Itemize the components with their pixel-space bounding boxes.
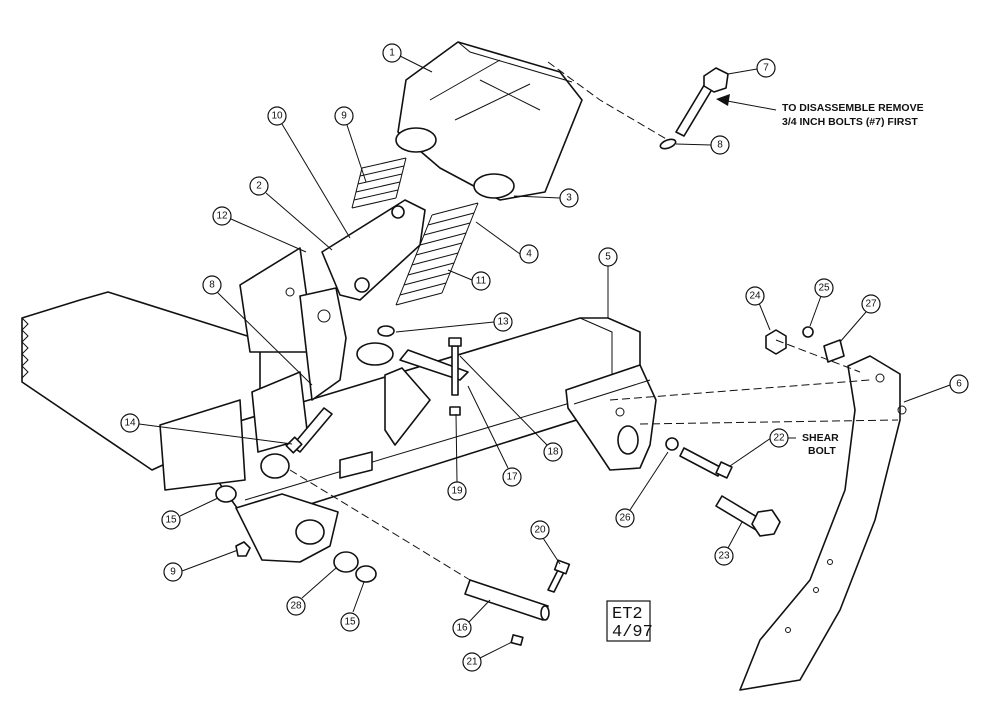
svg-text:20: 20 [534, 525, 546, 536]
callout-14: 14 [120, 413, 293, 445]
bolt-18 [448, 337, 462, 416]
mount-bracket [159, 247, 431, 491]
svg-text:4: 4 [526, 249, 532, 260]
bolt-14 [285, 407, 333, 454]
svg-text:16: 16 [456, 623, 468, 634]
callout-21: 21 [462, 641, 513, 672]
svg-text:27: 27 [865, 299, 877, 310]
bolt-7 [659, 67, 729, 150]
svg-text:22: 22 [773, 433, 785, 444]
note-line-2: 3/4 INCH BOLTS (#7) FIRST [782, 116, 918, 128]
callout-7: 7 [727, 58, 776, 78]
callout-22: 22 [729, 428, 789, 467]
callout-26: 26 [615, 451, 669, 528]
shank [739, 355, 907, 691]
svg-text:14: 14 [124, 418, 136, 429]
callout-9-top: 9 [334, 106, 367, 183]
svg-text:12: 12 [216, 211, 228, 222]
spring-housing [395, 41, 583, 201]
drawing-stamp: ET2 4/97 [606, 600, 653, 642]
pin-16 [464, 579, 550, 621]
svg-text:28: 28 [290, 601, 302, 612]
callout-17: 17 [467, 385, 522, 487]
svg-text:8: 8 [717, 140, 723, 151]
svg-text:11: 11 [476, 276, 487, 287]
note-line-1: TO DISASSEMBLE REMOVE [782, 102, 924, 114]
svg-text:18: 18 [547, 447, 559, 458]
bolt-23 [715, 495, 781, 537]
svg-text:1: 1 [389, 48, 395, 59]
bolt-20 [510, 559, 571, 646]
callout-10: 10 [267, 106, 351, 239]
svg-text:5: 5 [605, 252, 611, 263]
svg-text:15: 15 [165, 515, 177, 526]
note-arrow [716, 94, 777, 111]
callout-19: 19 [447, 413, 467, 501]
callout-25: 25 [809, 278, 834, 327]
callout-27: 27 [839, 294, 881, 343]
callout-28: 28 [286, 567, 337, 616]
lower-pivot-bracket [215, 453, 377, 583]
svg-text:3: 3 [566, 193, 572, 204]
svg-text:24: 24 [749, 291, 761, 302]
callout-23: 23 [714, 521, 743, 566]
svg-text:25: 25 [818, 283, 830, 294]
callout-8-top: 8 [675, 135, 730, 155]
callout-5: 5 [598, 247, 618, 318]
svg-text:6: 6 [956, 379, 962, 390]
svg-text:17: 17 [506, 472, 518, 483]
svg-text:10: 10 [271, 111, 283, 122]
svg-text:13: 13 [497, 317, 509, 328]
shear-bolt-22 [665, 437, 733, 479]
nut-24 [765, 329, 787, 355]
svg-text:9: 9 [341, 111, 347, 122]
svg-text:19: 19 [451, 486, 463, 497]
spacer-27 [823, 339, 845, 363]
callout-16: 16 [452, 599, 491, 638]
callout-8-left: 8 [202, 275, 313, 386]
stamp-line-1: ET2 [612, 605, 643, 624]
svg-text:26: 26 [619, 513, 631, 524]
spring-right [395, 202, 479, 306]
callout-9-bottom: 9 [163, 541, 251, 582]
callout-15-left: 15 [161, 497, 219, 530]
callout-3: 3 [513, 188, 579, 208]
svg-text:9: 9 [170, 567, 176, 578]
callout-6: 6 [903, 374, 969, 403]
pivot-link [321, 199, 426, 366]
pivot-pin [399, 349, 469, 381]
callout-1: 1 [382, 43, 433, 73]
callout-18: 18 [459, 355, 563, 462]
washer-25 [802, 326, 814, 338]
svg-text:23: 23 [718, 551, 730, 562]
stamp-line-2: 4/97 [612, 623, 653, 642]
svg-text:21: 21 [466, 657, 478, 668]
svg-text:8: 8 [209, 280, 215, 291]
svg-text:15: 15 [344, 617, 356, 628]
callout-12: 12 [212, 206, 307, 253]
callout-20: 20 [530, 520, 561, 565]
shear-label-line-1: SHEAR [802, 432, 839, 444]
svg-text:2: 2 [256, 181, 262, 192]
callout-11: 11 [447, 269, 491, 291]
shear-label-line-2: BOLT [808, 445, 836, 457]
callout-24: 24 [745, 286, 771, 331]
spring-left [351, 157, 407, 209]
callout-2: 2 [249, 176, 333, 251]
callout-15-bottom: 15 [340, 581, 365, 632]
svg-text:7: 7 [763, 63, 769, 74]
callout-13: 13 [395, 312, 513, 333]
alignment-lines [289, 61, 899, 581]
callout-4: 4 [475, 221, 539, 264]
shank-holder-casting [565, 364, 657, 471]
